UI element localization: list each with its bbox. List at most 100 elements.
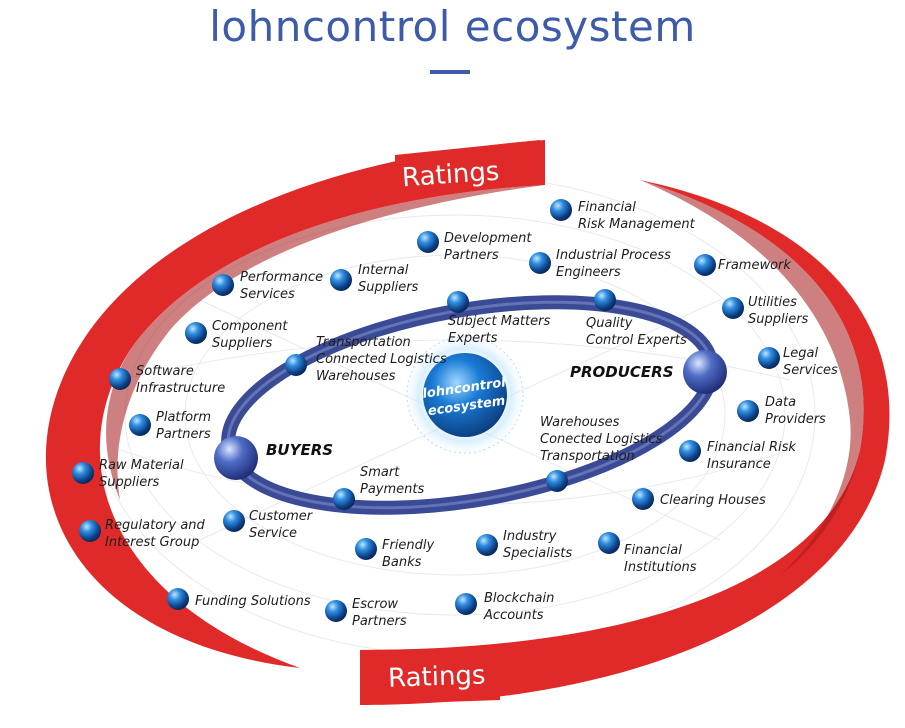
node-sphere-icon <box>355 538 377 560</box>
node-sphere-icon <box>550 199 572 221</box>
hub-producers-label: PRODUCERS <box>570 363 674 381</box>
node-label: Engineers <box>556 265 621 280</box>
node-label: Software <box>136 364 194 379</box>
node-sphere-icon <box>167 588 189 610</box>
node-label: Legal <box>783 346 818 361</box>
node-label: Development <box>444 231 532 246</box>
node-sphere-icon <box>594 289 616 311</box>
node-label: Component <box>212 319 288 334</box>
node-label: Performance <box>240 270 323 285</box>
node-label: Insurance <box>707 457 771 472</box>
node-label: Accounts <box>483 608 544 623</box>
node-label: Framework <box>718 258 791 273</box>
node-sphere-icon <box>679 440 701 462</box>
node-label: Platform <box>156 410 211 425</box>
node-sphere-icon <box>185 322 207 344</box>
node-label: Partners <box>444 248 499 263</box>
hub-producers[interactable]: PRODUCERS <box>570 350 727 394</box>
node-label: Clearing Houses <box>660 493 766 508</box>
node-sphere-icon <box>212 274 234 296</box>
node-label: Transportation <box>540 449 635 464</box>
node-funding-solutions[interactable]: Funding Solutions <box>167 588 311 610</box>
node-label: Infrastructure <box>136 381 225 396</box>
node-clearing-houses[interactable]: Clearing Houses <box>632 488 766 510</box>
hub-buyers-label: BUYERS <box>266 441 333 459</box>
node-label: Warehouses <box>316 369 396 384</box>
node-sphere-icon <box>109 368 131 390</box>
node-sphere-icon <box>447 291 469 313</box>
node-label: Risk Management <box>578 217 696 232</box>
node-label: Institutions <box>624 560 697 575</box>
node-sphere-icon <box>455 593 477 615</box>
node-sphere-icon <box>79 520 101 542</box>
node-label: Services <box>783 363 838 378</box>
node-sphere-icon <box>325 600 347 622</box>
node-sphere-icon <box>417 231 439 253</box>
node-sphere-icon <box>285 354 307 376</box>
node-sphere-icon <box>333 488 355 510</box>
node-label: Connected Logistics <box>316 352 447 367</box>
node-label: Payments <box>360 482 424 497</box>
node-sphere-icon <box>598 532 620 554</box>
node-sphere-icon <box>529 252 551 274</box>
node-label: Utilities <box>748 295 797 310</box>
ratings-arc-bottom-shade <box>640 180 864 575</box>
ratings-label-bottom: Ratings <box>388 660 486 693</box>
node-label: Services <box>240 287 295 302</box>
node-sphere-icon <box>694 254 716 276</box>
node-label: Data <box>765 395 796 410</box>
center-globe: lohncontrol ecosystem <box>403 333 527 457</box>
ratings-ring: Ratings Ratings <box>45 140 890 705</box>
node-label: Industrial Process <box>556 248 671 263</box>
node-label: Friendly <box>382 538 435 553</box>
node-label: Transportation <box>316 335 411 350</box>
node-sphere-icon <box>722 297 744 319</box>
node-sphere-icon <box>632 488 654 510</box>
node-label: Internal <box>358 263 409 278</box>
node-framework[interactable]: Framework <box>694 254 791 276</box>
node-label: Partners <box>156 427 211 442</box>
node-label: Suppliers <box>99 475 160 490</box>
node-sphere-icon <box>72 462 94 484</box>
ratings-arc-top <box>45 140 546 668</box>
ratings-label-top: Ratings <box>401 157 500 194</box>
node-label: Service <box>249 526 297 541</box>
node-label: Raw Material <box>99 458 184 473</box>
node-label: Warehouses <box>540 415 620 430</box>
node-sphere-icon <box>330 269 352 291</box>
node-label: Suppliers <box>358 280 419 295</box>
node-label: Industry <box>503 529 557 544</box>
ratings-arc-bottom <box>360 180 890 705</box>
node-label: Subject Matters <box>448 314 550 329</box>
node-label: Customer <box>249 509 314 524</box>
node-label: Financial Risk <box>707 440 796 455</box>
hub-buyers[interactable]: BUYERS <box>214 436 333 480</box>
